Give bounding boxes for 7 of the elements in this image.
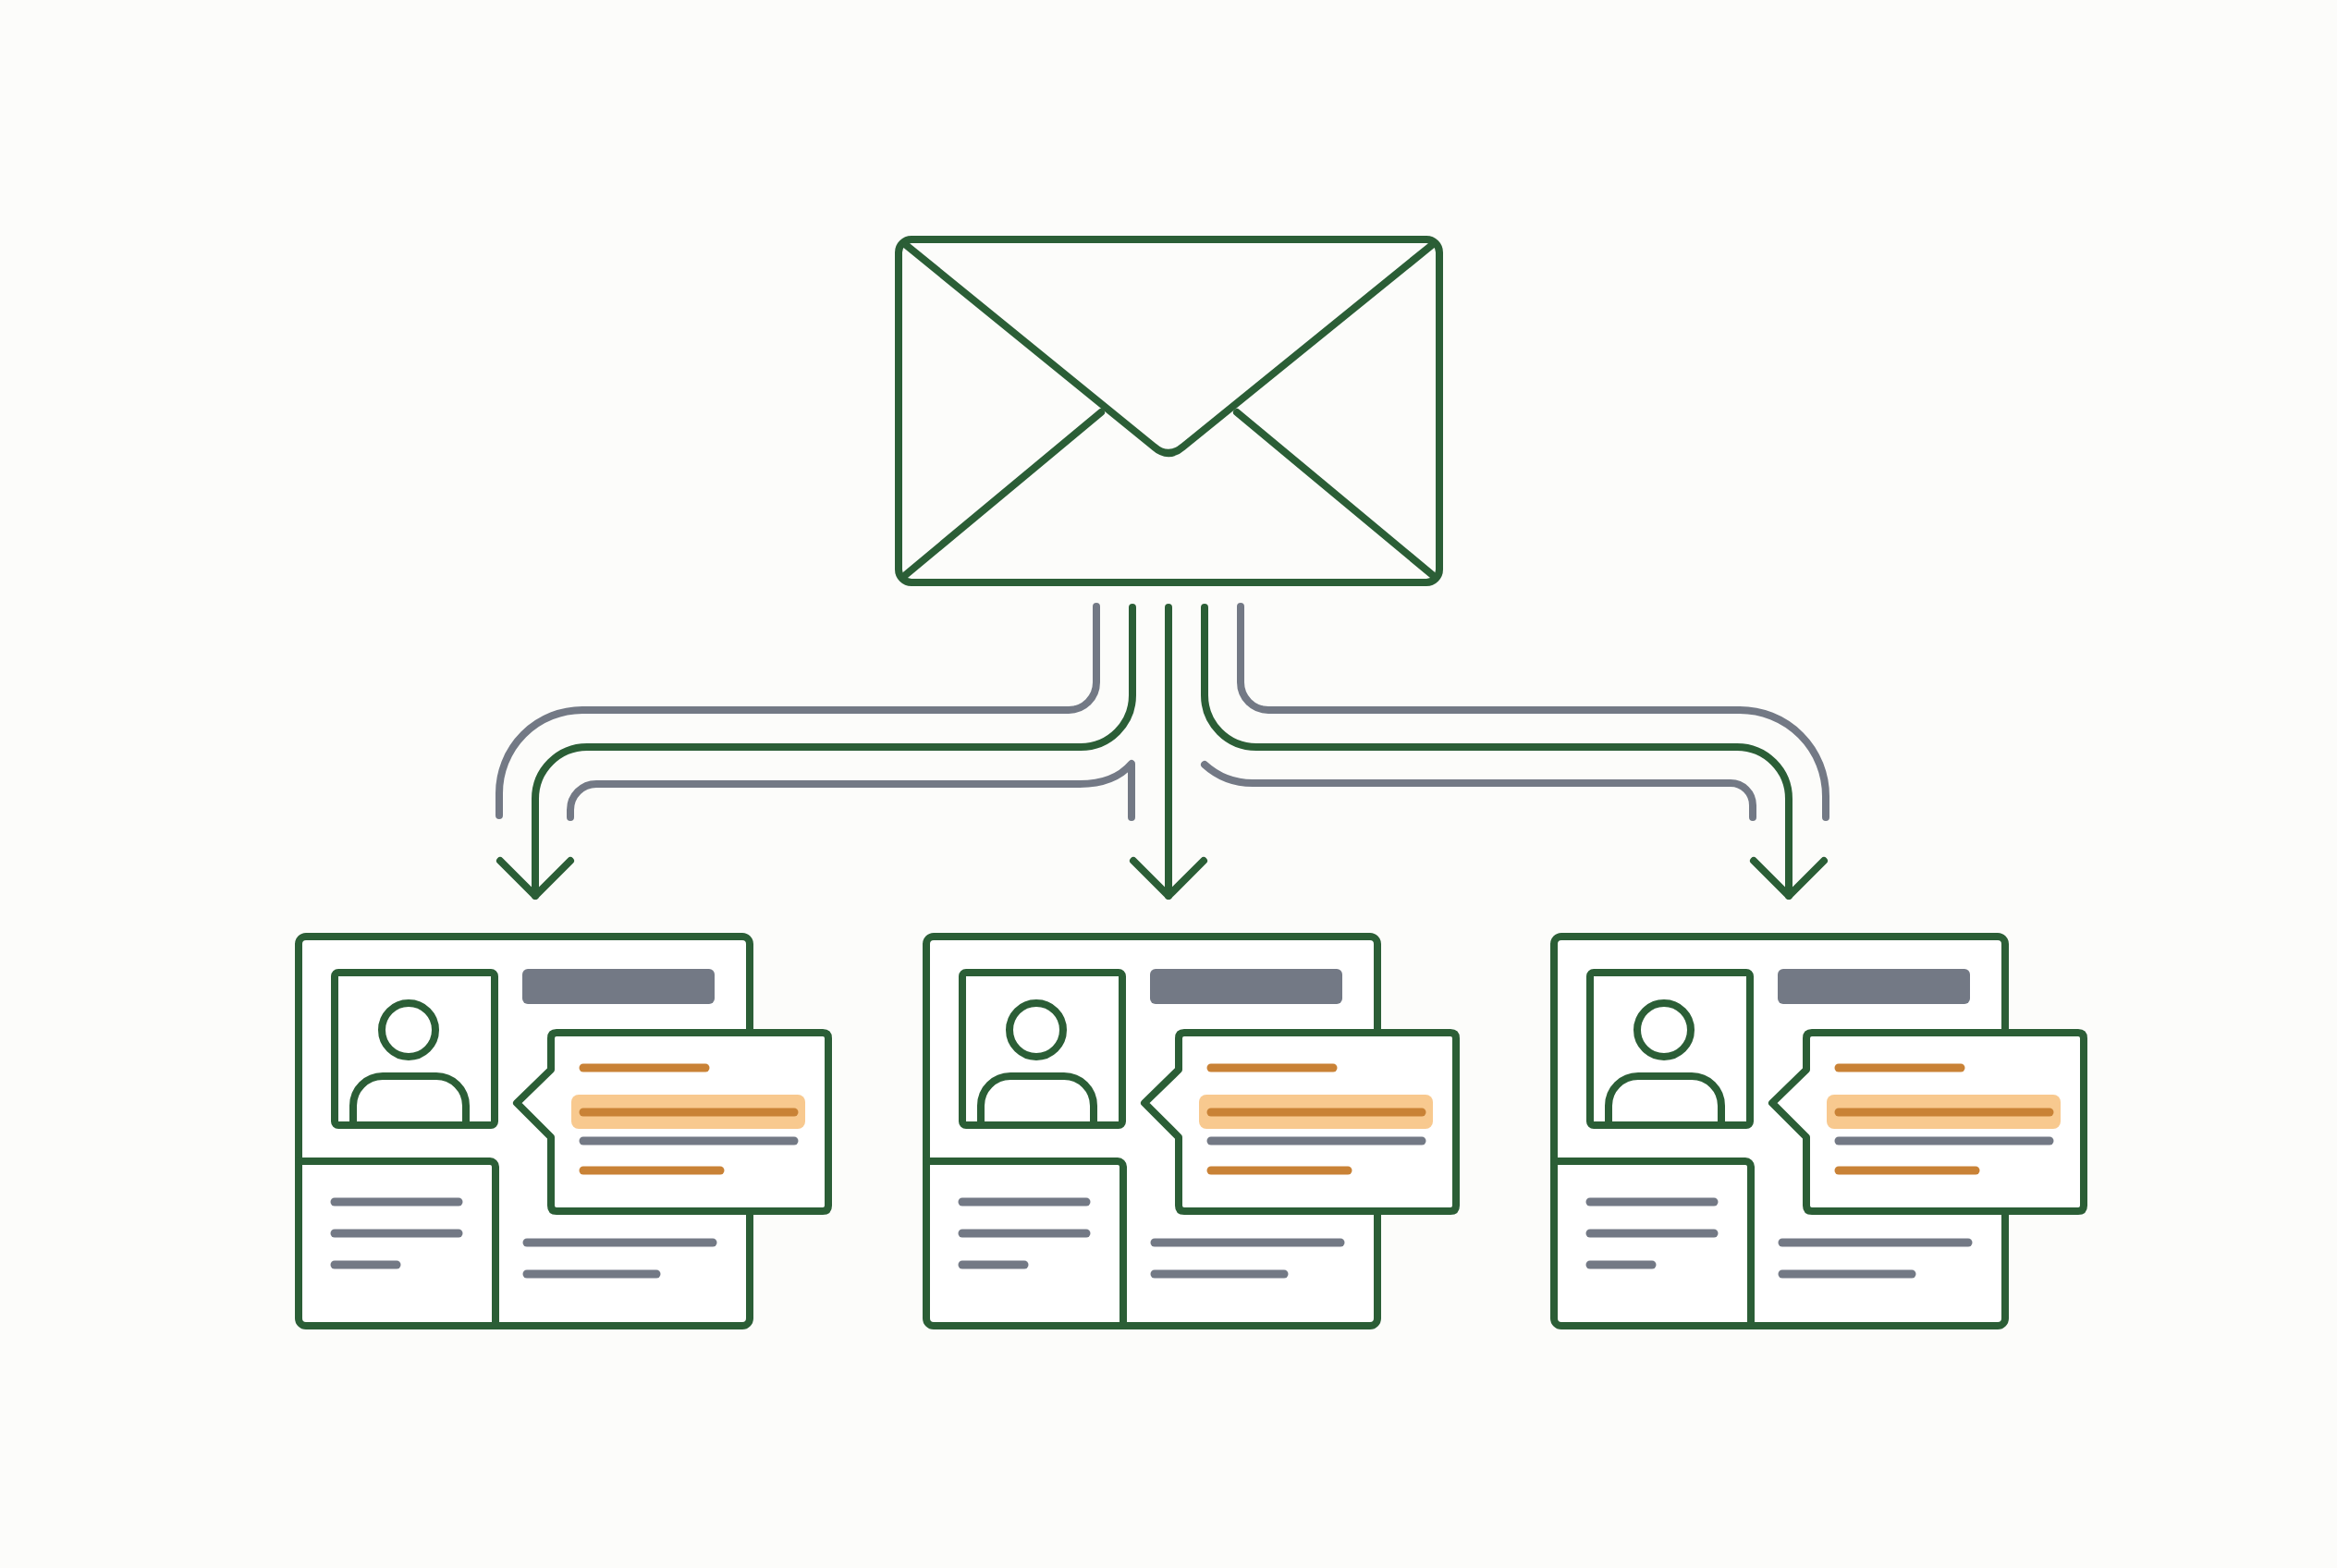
arrow xyxy=(1130,604,1207,900)
profile-card-drawing xyxy=(1550,933,2087,1329)
arrow xyxy=(1201,604,1828,900)
arrow xyxy=(496,604,1136,900)
envelope-drawing xyxy=(895,236,1443,586)
profile-card-drawing xyxy=(295,933,832,1329)
profile-card-drawing xyxy=(923,933,1460,1329)
